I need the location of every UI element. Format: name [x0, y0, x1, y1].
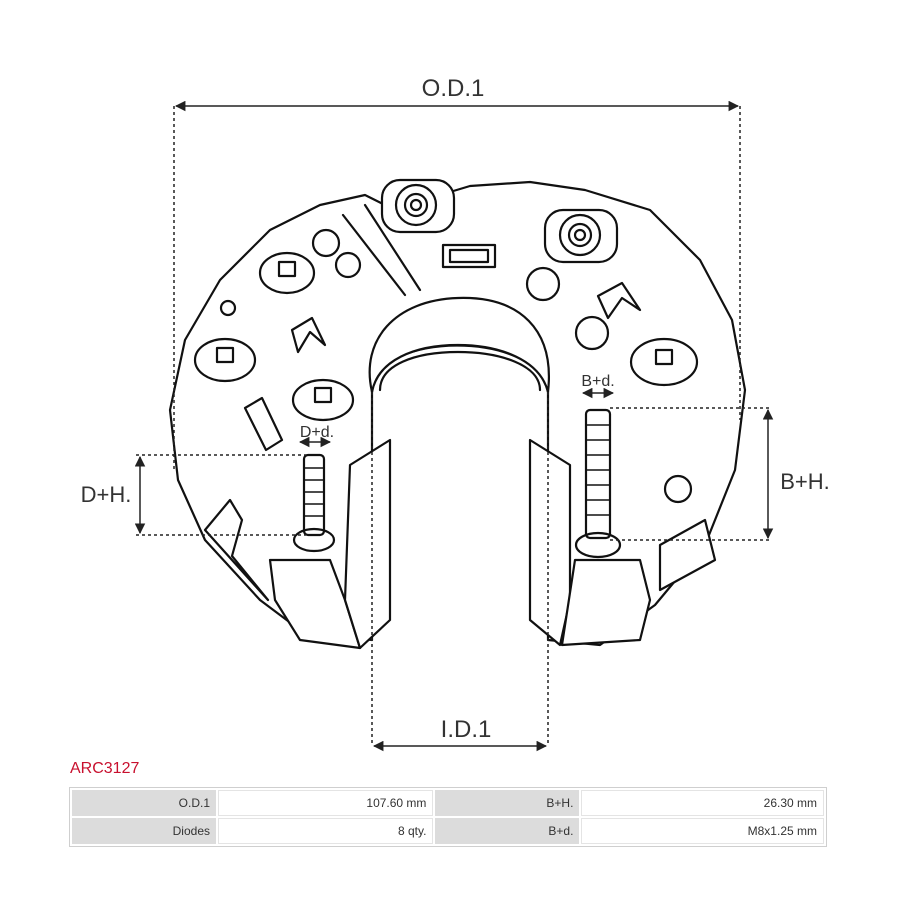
dd-label: D+d. — [300, 424, 334, 441]
diode-pad — [291, 378, 355, 422]
spec-label: Diodes — [72, 818, 216, 844]
bd-label: B+d. — [581, 373, 614, 390]
terminal-ring-right — [558, 213, 602, 257]
stud-left — [302, 453, 326, 537]
center-hole — [368, 296, 550, 394]
dh-label: D+H. — [81, 482, 132, 507]
spec-label: B+H. — [435, 790, 580, 816]
od1-label: O.D.1 — [422, 75, 485, 102]
segment-divider — [341, 213, 407, 297]
spec-value: M8x1.25 mm — [581, 818, 824, 844]
bh-label: B+H. — [780, 469, 830, 494]
mount-hole — [334, 251, 362, 279]
spec-value: 8 qty. — [218, 818, 434, 844]
mount-hole — [311, 228, 341, 258]
polarity-mark — [290, 316, 327, 354]
rectifier-technical-drawing: O.D.1 I.D.1 D+H. D+d. B+H. B+d. — [81, 75, 830, 752]
terminal-ring-left — [394, 183, 438, 227]
diode-pad — [258, 251, 316, 295]
spec-label: B+d. — [435, 818, 580, 844]
slot — [243, 396, 284, 452]
mount-hole — [574, 315, 610, 351]
spec-value: 107.60 mm — [218, 790, 434, 816]
diode-pad — [629, 337, 699, 387]
mount-hole — [525, 266, 561, 302]
diode-pad — [193, 337, 257, 383]
right-foot — [560, 558, 652, 647]
left-clip — [203, 498, 270, 602]
right-flange — [528, 438, 572, 647]
mount-hole — [663, 474, 693, 504]
spec-label: O.D.1 — [72, 790, 216, 816]
table-row: Diodes 8 qty. B+d. M8x1.25 mm — [72, 818, 824, 844]
part-code: ARC3127 — [70, 760, 140, 777]
id1-label: I.D.1 — [441, 716, 492, 743]
mount-hole — [219, 299, 237, 317]
polarity-mark — [596, 281, 642, 320]
spec-table: O.D.1 107.60 mm B+H. 26.30 mm Diodes 8 q… — [69, 787, 827, 847]
center-hole-inner — [378, 350, 542, 392]
right-clip — [658, 518, 717, 592]
left-flange — [343, 438, 392, 650]
stud-right — [584, 408, 612, 540]
spec-value: 26.30 mm — [581, 790, 824, 816]
segment-divider-2 — [363, 203, 422, 292]
table-row: O.D.1 107.60 mm B+H. 26.30 mm — [72, 790, 824, 816]
